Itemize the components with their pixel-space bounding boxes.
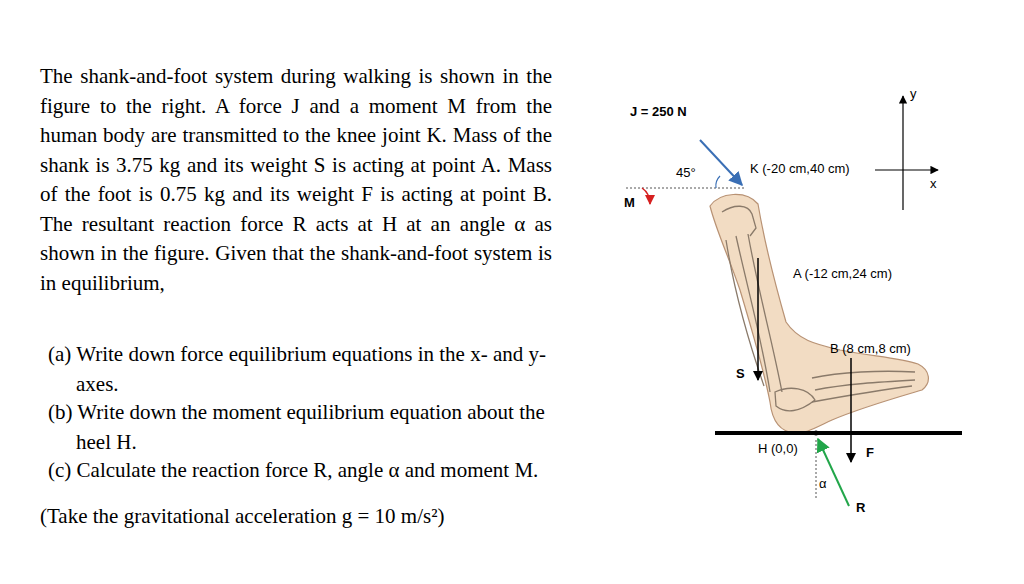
x-axis — [875, 169, 938, 170]
y-axis — [902, 96, 903, 210]
axis-label: x — [930, 176, 937, 192]
question-part: (a) Write down force equilibrium equatio… — [48, 340, 552, 399]
vertical-reference — [816, 440, 817, 500]
angle-label: α — [819, 476, 827, 492]
angle-label: 45° — [676, 165, 696, 181]
angle-arc — [716, 176, 720, 188]
question-part: (b) Write down the moment equilibrium eq… — [48, 398, 552, 457]
point-label: K (-20 cm,40 cm) — [750, 161, 850, 177]
weight-s-arrow — [757, 258, 759, 380]
point-label: A (-12 cm,24 cm) — [793, 266, 892, 282]
heel-point — [814, 431, 819, 436]
force-label: J = 250 N — [630, 104, 687, 120]
force-label: F — [866, 445, 874, 461]
point-label: B (8 cm,8 cm) — [830, 341, 911, 357]
reference-line — [626, 188, 746, 189]
ground-line — [715, 431, 962, 435]
leg-bones — [722, 206, 915, 411]
force-label: R — [856, 500, 865, 516]
moment-arrow — [642, 188, 650, 204]
axis-label: y — [910, 86, 917, 102]
weight-f-arrow — [850, 358, 852, 462]
point-label: H (0,0) — [758, 441, 798, 457]
given-note: (Take the gravitational acceleration g =… — [40, 502, 444, 532]
reaction-r-arrow — [818, 439, 849, 506]
moment-label: M — [624, 195, 635, 211]
question-part: (c) Calculate the reaction force R, angl… — [48, 456, 596, 486]
problem-statement: The shank-and-foot system during walking… — [40, 62, 552, 298]
force-j-arrow — [700, 140, 742, 185]
leg-skin — [710, 194, 928, 433]
force-label: S — [736, 366, 745, 382]
